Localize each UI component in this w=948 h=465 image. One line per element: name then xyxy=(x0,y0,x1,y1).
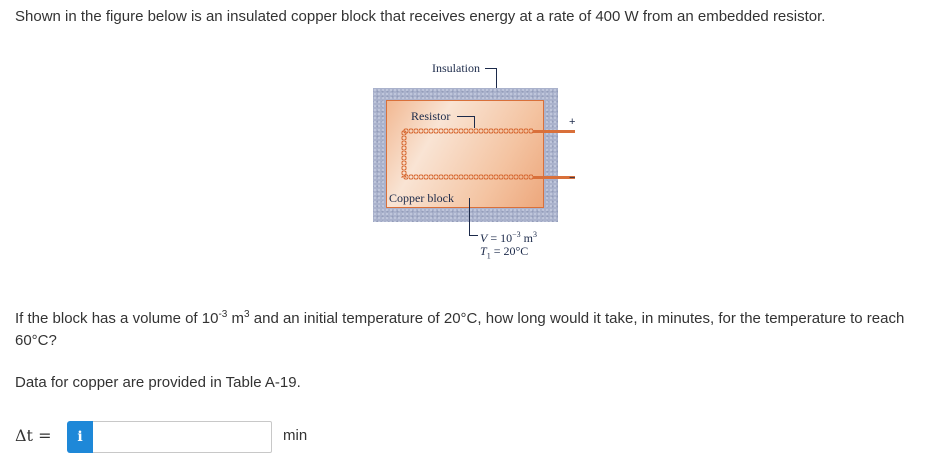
copper-block xyxy=(386,100,544,208)
resistor-coil-top xyxy=(403,128,533,134)
answer-input[interactable] xyxy=(93,421,272,453)
minus-terminal-label: − xyxy=(569,172,576,184)
unit-label: min xyxy=(283,427,308,444)
resistor-callout-h xyxy=(457,116,475,117)
volume-value: VV = 10 = 10−3 m3 xyxy=(480,230,537,245)
volume-callout-v xyxy=(469,198,470,235)
copper-block-label: Copper block xyxy=(389,191,454,205)
data-note: Data for copper are provided in Table A-… xyxy=(15,374,301,391)
resistor-coil-bottom xyxy=(403,174,533,180)
block-properties: VV = 10 = 10−3 m3 T1 = 20°C xyxy=(480,228,537,262)
negative-lead-wire xyxy=(533,176,575,179)
volume-callout-h xyxy=(469,235,478,236)
initial-temperature: T1 = 20°C xyxy=(480,244,529,261)
positive-lead-wire xyxy=(533,130,575,133)
insulation-callout-v xyxy=(496,68,497,92)
insulation-label: Insulation xyxy=(432,61,480,75)
plus-terminal-label: + xyxy=(569,116,576,128)
resistor-coil-left xyxy=(401,130,407,178)
delta-t-label: Δt = xyxy=(15,426,52,445)
resistor-label: Resistor xyxy=(411,109,451,123)
info-icon-button[interactable]: i xyxy=(67,421,93,453)
problem-intro: Shown in the figure below is an insulate… xyxy=(15,8,826,25)
insulation-callout-h xyxy=(485,68,497,69)
resistor-callout-v xyxy=(474,116,475,128)
copper-block-figure: Insulation Resistor + − Copper block VV … xyxy=(360,50,640,265)
problem-question: If the block has a volume of 10-3 m3 and… xyxy=(15,309,905,350)
